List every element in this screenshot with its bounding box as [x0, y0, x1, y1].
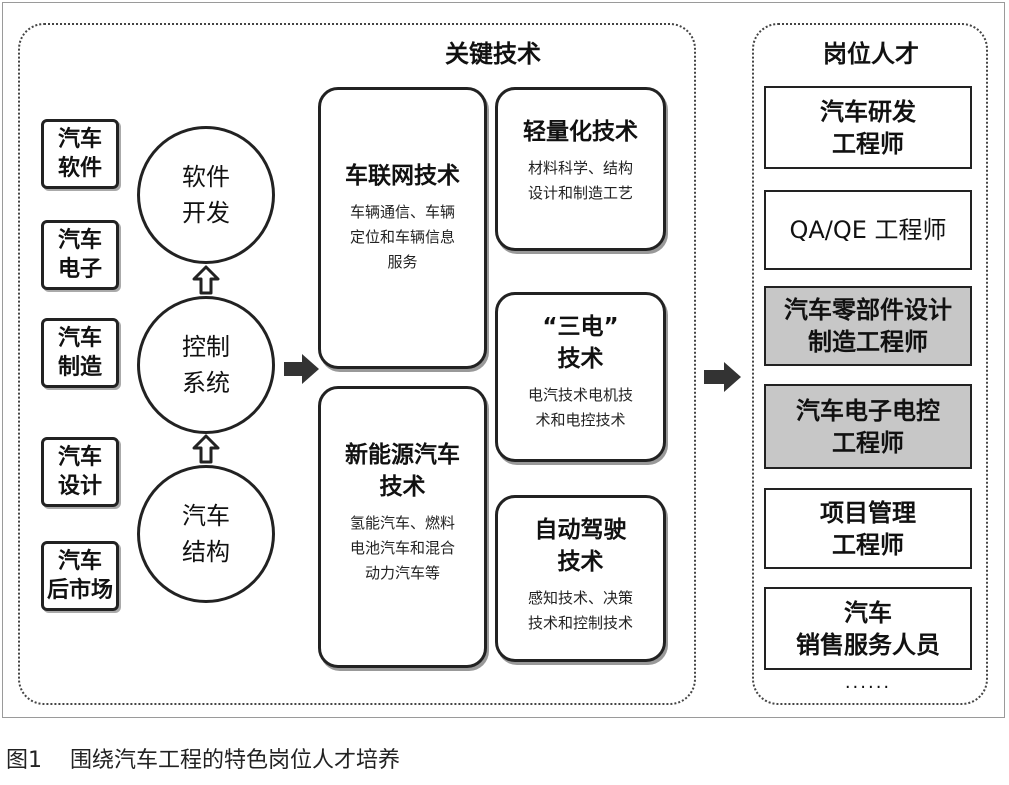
tech-description: 感知技术、决策 技术和控制技术 — [527, 589, 633, 632]
tech-box-lightweight: 轻量化技术 材料科学、结构 设计和制造工艺 — [495, 87, 666, 251]
tech-box-three-electric: “三电” 技术 电汽技术电机技 术和电控技术 — [495, 292, 666, 462]
key-tech-title: 关键技术 — [445, 40, 541, 68]
position-electronics-control-engineer: 汽车电子电控 工程师 — [764, 384, 972, 469]
category-box-electronics: 汽车 电子 — [41, 220, 119, 290]
figure-caption: 图1 围绕汽车工程的特色岗位人才培养 — [6, 742, 400, 774]
category-box-aftermarket: 汽车 后市场 — [41, 541, 119, 611]
category-box-design: 汽车 设计 — [41, 437, 119, 507]
more-ellipsis: ······ — [844, 677, 892, 698]
tech-title: 车联网技术 — [345, 163, 460, 189]
position-qa-qe-engineer: QA/QE 工程师 — [764, 190, 972, 270]
tech-box-new-energy: 新能源汽车 技术 氢能汽车、燃料 电池汽车和混合 动力汽车等 — [318, 386, 487, 668]
position-project-management-engineer: 项目管理 工程师 — [764, 488, 972, 569]
position-parts-design-engineer: 汽车零部件设计 制造工程师 — [764, 286, 972, 366]
circle-control-system: 控制 系统 — [137, 296, 275, 434]
tech-title: 新能源汽车 技术 — [345, 442, 460, 500]
category-box-manufacturing: 汽车 制造 — [41, 318, 119, 388]
tech-description: 材料科学、结构 设计和制造工艺 — [527, 159, 633, 202]
tech-description: 车辆通信、车辆 定位和车辆信息 服务 — [349, 203, 455, 271]
position-rd-engineer: 汽车研发 工程师 — [764, 86, 972, 169]
talent-title: 岗位人才 — [823, 40, 919, 68]
tech-description: 氢能汽车、燃料 电池汽车和混合 动力汽车等 — [349, 514, 455, 582]
tech-description: 电汽技术电机技 术和电控技术 — [527, 386, 633, 429]
right-arrow-icon — [284, 354, 319, 384]
tech-title: 自动驾驶 技术 — [534, 517, 627, 575]
talent-group — [752, 23, 988, 705]
right-arrow-icon — [704, 362, 741, 392]
tech-box-autonomous-driving: 自动驾驶 技术 感知技术、决策 技术和控制技术 — [495, 495, 666, 662]
figure-number: 图1 — [6, 748, 42, 773]
position-sales-service-staff: 汽车 销售服务人员 — [764, 587, 972, 670]
figure-caption-text: 围绕汽车工程的特色岗位人才培养 — [70, 748, 401, 773]
figure-frame — [2, 2, 1005, 718]
tech-title: “三电” 技术 — [542, 314, 619, 372]
circle-software-development: 软件 开发 — [137, 126, 275, 264]
tech-box-connected-vehicle: 车联网技术 车辆通信、车辆 定位和车辆信息 服务 — [318, 87, 487, 369]
tech-title: 轻量化技术 — [523, 119, 638, 145]
category-box-software: 汽车 软件 — [41, 119, 119, 189]
up-arrow-icon — [192, 434, 220, 464]
up-arrow-icon — [192, 265, 220, 295]
circle-vehicle-structure: 汽车 结构 — [137, 465, 275, 603]
key-tech-group — [18, 23, 696, 705]
